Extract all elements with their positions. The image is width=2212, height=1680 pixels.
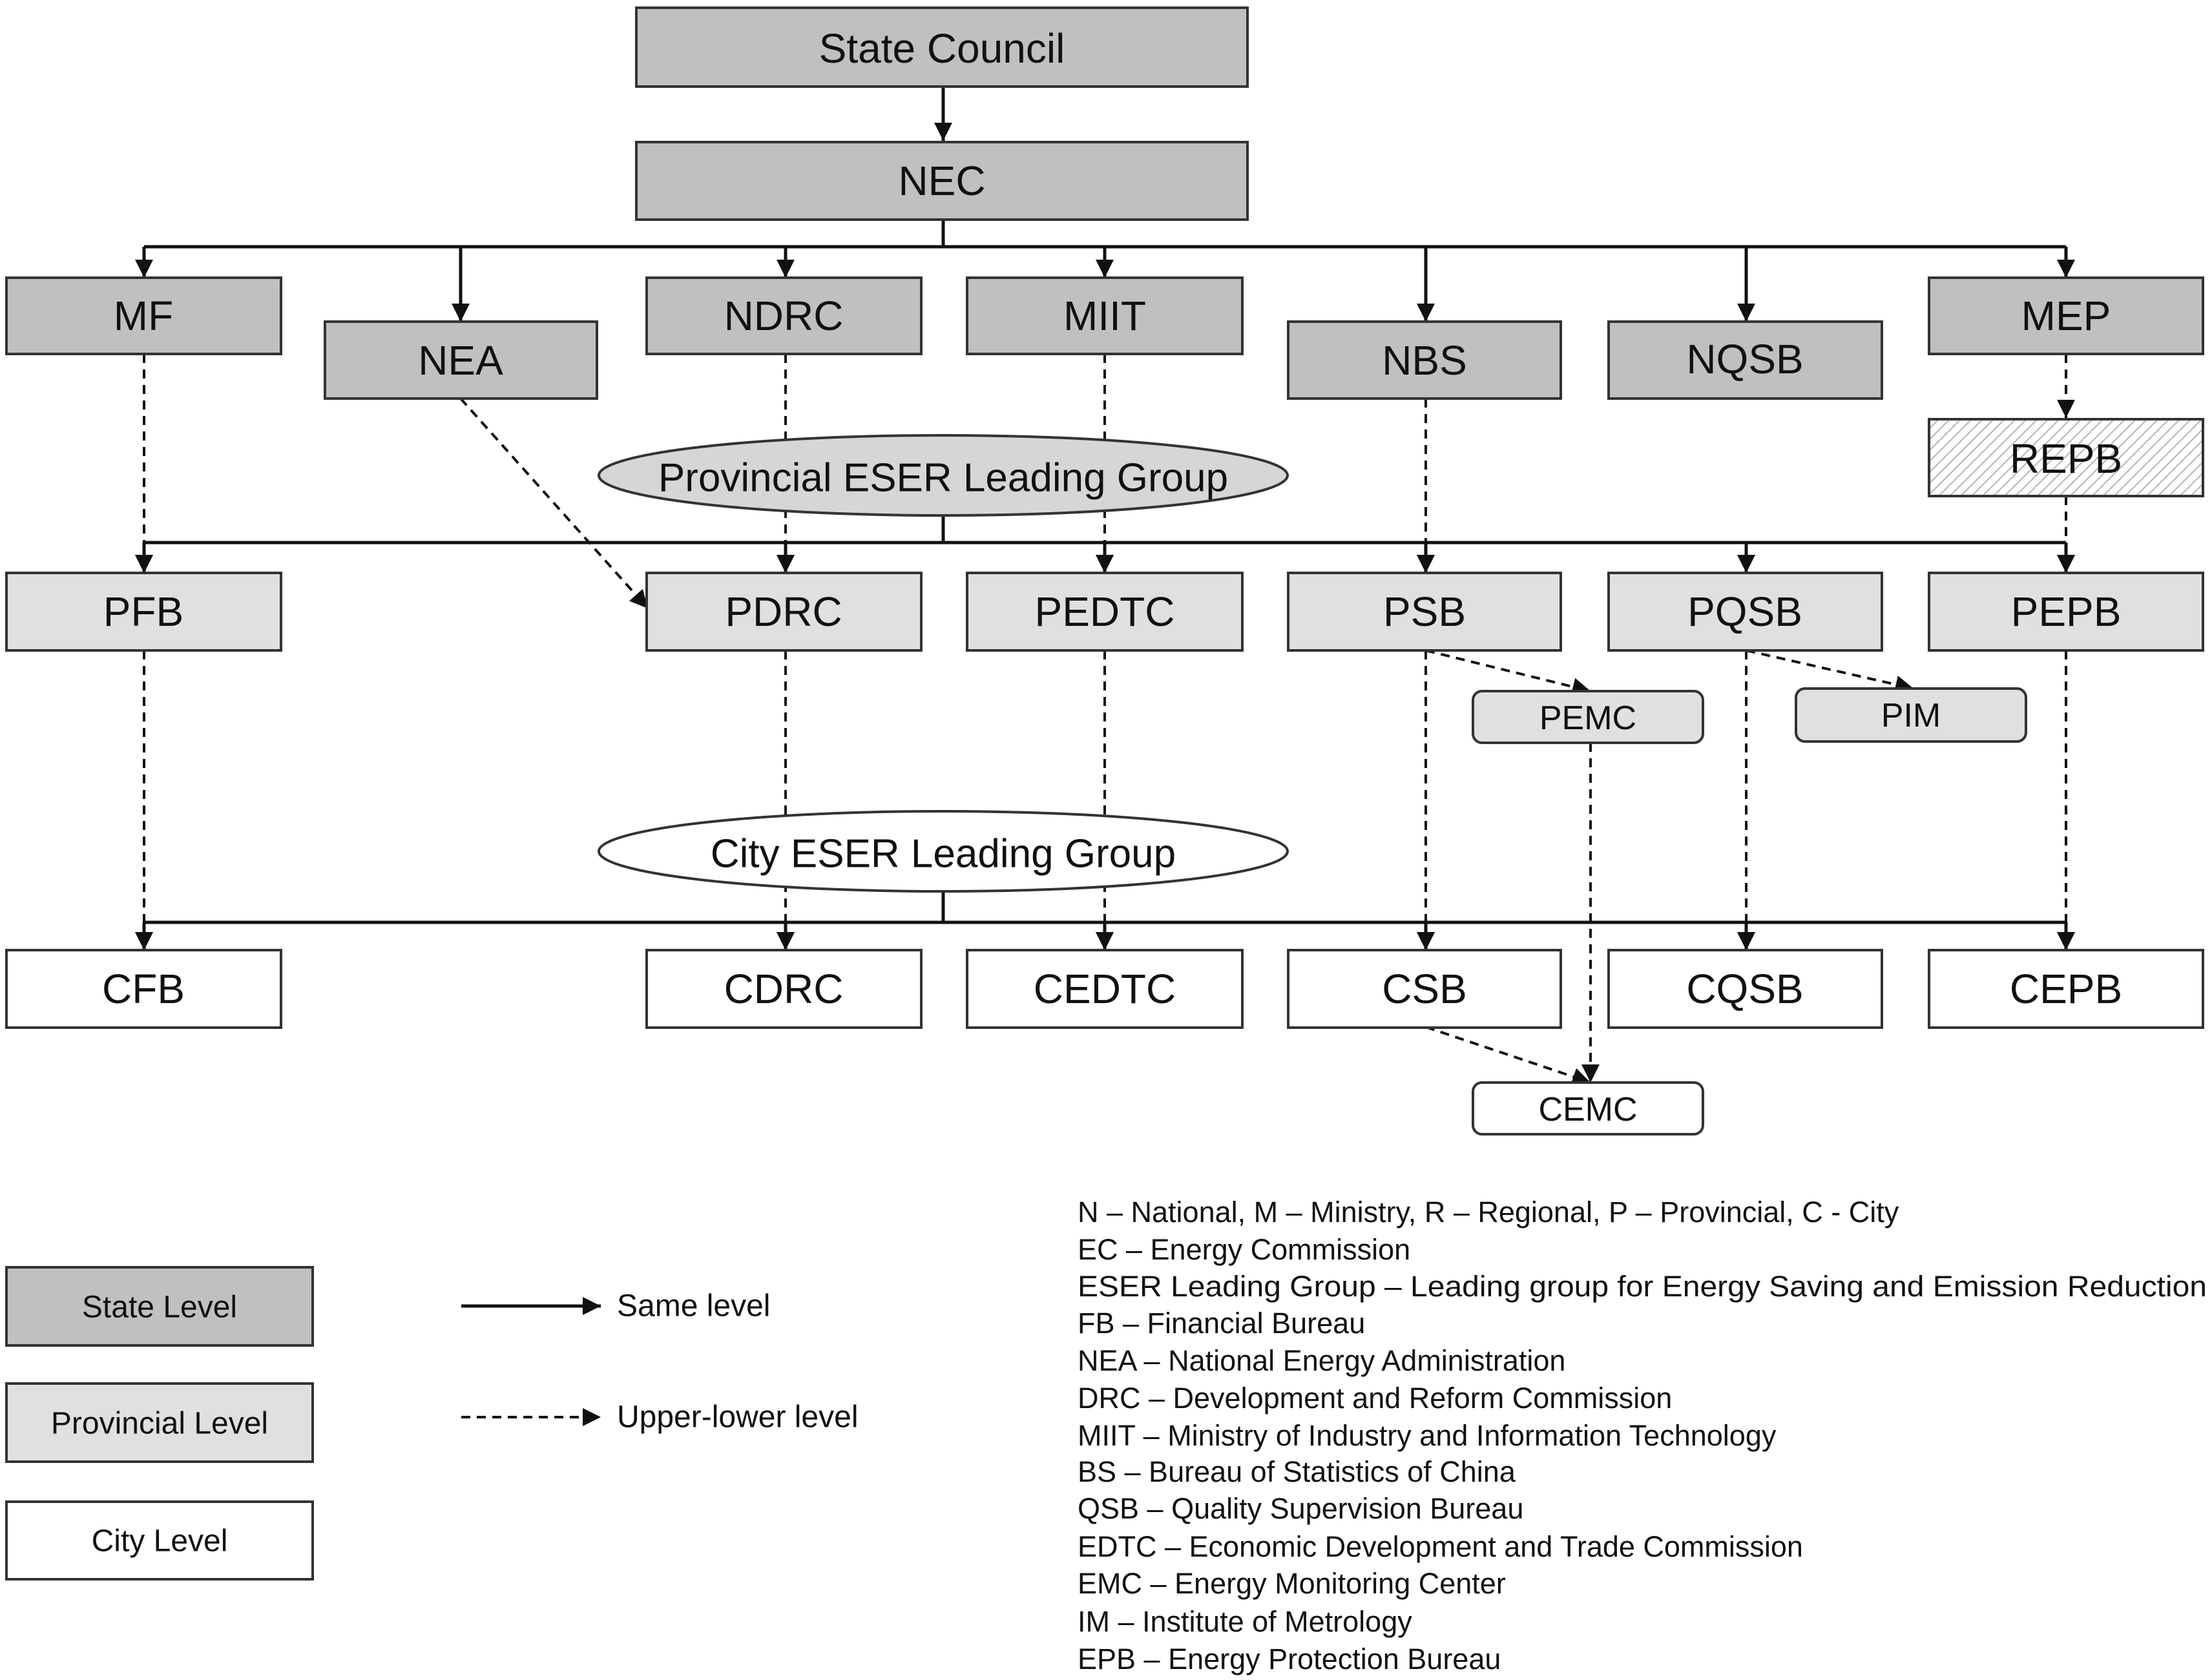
node-cfb: CFB	[102, 966, 185, 1012]
node-pqsb: PQSB	[1687, 588, 1802, 635]
city-eser-group-oval	[598, 810, 1289, 893]
node-ndrc-box	[645, 276, 923, 355]
node-state-council-box	[635, 6, 1249, 88]
abbreviation-key: N – National, M – Ministry, R – Regional…	[1078, 1196, 2207, 1675]
legend-provincial-swatch	[5, 1382, 314, 1463]
legend-same-level-label: Same level	[617, 1289, 770, 1323]
node-psb: PSB	[1383, 588, 1466, 635]
abbreviation-line: MIIT – Ministry of Industry and Informat…	[1078, 1419, 1777, 1452]
abbreviation-line: QSB – Quality Supervision Bureau	[1078, 1492, 1523, 1525]
legend-city-swatch	[5, 1500, 314, 1581]
node-pemc: PEMC	[1539, 700, 1636, 737]
abbreviation-line: EC – Energy Commission	[1078, 1233, 1410, 1266]
node-nea-box	[324, 320, 598, 400]
legend-state-label: State Level	[82, 1291, 237, 1325]
city-eser-group-label: City ESER Leading Group	[711, 832, 1176, 876]
node-psb-box	[1287, 572, 1562, 652]
abbreviation-line: BS – Bureau of Statistics of China	[1078, 1455, 1516, 1488]
legend-state-swatch	[5, 1266, 314, 1347]
node-nbs: NBS	[1382, 337, 1467, 384]
abbreviation-line: DRC – Development and Reform Commission	[1078, 1382, 1672, 1415]
node-nea: NEA	[418, 337, 503, 384]
dashed-pqsb-to-pim	[1746, 649, 1914, 694]
abbreviation-line: FB – Financial Bureau	[1078, 1307, 1365, 1340]
node-nbs-box	[1287, 320, 1562, 400]
node-cfb-box	[5, 949, 282, 1029]
node-csb: CSB	[1382, 966, 1467, 1012]
node-repb: REPB	[2010, 435, 2122, 482]
node-cepb: CEPB	[2010, 966, 2122, 1012]
node-pedtc: PEDTC	[1035, 588, 1175, 635]
node-nec: NEC	[898, 158, 985, 204]
abbreviation-line: ESER Leading Group – Leading group for E…	[1078, 1270, 2207, 1303]
node-pemc-box	[1472, 690, 1704, 744]
node-state-council: State Council	[819, 25, 1065, 72]
node-nqsb-box	[1607, 320, 1883, 400]
node-labels: State Council NEC MF NEA NDRC MIIT NBS N…	[102, 25, 2122, 1128]
provincial-level-nodes	[5, 572, 2204, 744]
node-cemc: CEMC	[1538, 1091, 1637, 1128]
node-pedtc-box	[966, 572, 1244, 652]
abbreviation-line: EMC – Energy Monitoring Center	[1078, 1567, 1506, 1600]
abbreviation-line: EPB – Energy Protection Bureau	[1078, 1643, 1501, 1675]
node-mf: MF	[114, 293, 173, 339]
legend-provincial-label: Provincial Level	[51, 1407, 268, 1441]
node-cemc-box	[1472, 1081, 1704, 1136]
node-pepb: PEPB	[2011, 588, 2122, 635]
node-miit: MIIT	[1063, 293, 1146, 339]
dashed-psb-to-pemc	[1425, 649, 1591, 696]
legend: State Level Provincial Level City Level …	[5, 1266, 858, 1581]
node-mf-box	[5, 276, 282, 355]
node-cdrc: CDRC	[724, 966, 844, 1012]
node-repb-box	[1928, 418, 2204, 497]
state-level-nodes	[5, 6, 2204, 400]
node-pim: PIM	[1881, 697, 1941, 734]
city-level-nodes	[5, 949, 2204, 1136]
provincial-eser-group-oval	[598, 434, 1289, 517]
node-nqsb: NQSB	[1686, 336, 1803, 382]
node-pfb-box	[5, 572, 282, 652]
node-cedtc: CEDTC	[1034, 966, 1176, 1012]
node-cepb-box	[1928, 949, 2204, 1029]
node-pdrc: PDRC	[725, 588, 842, 635]
abbreviation-line: NEA – National Energy Administration	[1078, 1344, 1565, 1377]
node-cqsb-box	[1607, 949, 1883, 1029]
abbreviation-line: N – National, M – Ministry, R – Regional…	[1078, 1196, 1899, 1229]
node-pdrc-box	[645, 572, 923, 652]
node-pepb-box	[1928, 572, 2204, 652]
node-cedtc-box	[966, 949, 1244, 1029]
dashed-nea-to-pdrc	[459, 397, 649, 610]
node-nec-box	[635, 141, 1249, 221]
legend-upper-lower-label: Upper-lower level	[617, 1400, 858, 1435]
provincial-eser-group-label: Provincial ESER Leading Group	[658, 456, 1228, 501]
node-pfb: PFB	[103, 588, 183, 635]
node-pqsb-box	[1607, 572, 1883, 652]
node-mep: MEP	[2021, 293, 2111, 339]
node-pim-box	[1795, 687, 2027, 743]
abbreviation-line: EDTC – Economic Development and Trade Co…	[1078, 1530, 1803, 1563]
legend-city-label: City Level	[92, 1524, 228, 1559]
node-cqsb: CQSB	[1686, 966, 1803, 1012]
node-ndrc: NDRC	[724, 293, 844, 339]
dashed-csb-to-cemc	[1425, 1026, 1591, 1086]
node-csb-box	[1287, 949, 1562, 1029]
node-miit-box	[966, 276, 1244, 355]
abbreviation-line: IM – Institute of Metrology	[1078, 1605, 1412, 1638]
node-mep-box	[1928, 276, 2204, 355]
node-cdrc-box	[645, 949, 923, 1029]
